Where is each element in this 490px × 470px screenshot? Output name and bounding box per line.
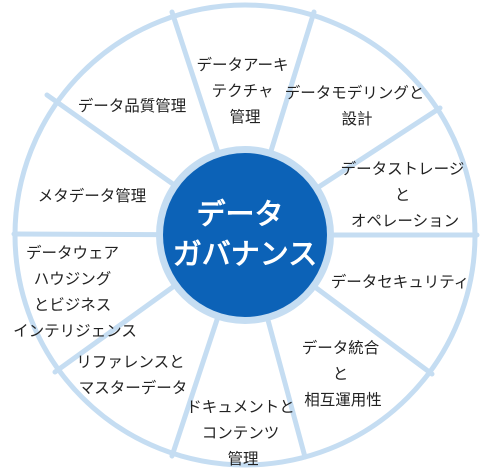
segment-label-reference-master: リファレンスと マスターデータ (76, 353, 189, 397)
segment-label-data-integration: データ統合 と 相互運用性 (302, 338, 384, 409)
segment-line: 管理 (227, 450, 258, 468)
segment-line: オペレーション (351, 212, 459, 230)
segment-label-data-modeling: データモデリングと 設計 (285, 83, 429, 128)
segment-line: データ統合 (302, 338, 380, 357)
segment-label-metadata: メタデータ管理 (38, 186, 147, 205)
center-title-line: ガバナンス (173, 237, 317, 271)
segment-label-data-storage: データストレージ と オペレーション (341, 159, 470, 230)
segment-line: ハウジング (34, 270, 112, 288)
segment-line: データ品質管理 (78, 96, 187, 115)
segment-line: テクチャ (212, 82, 274, 100)
segment-label-document-content: ドキュメントと コンテンツ 管理 (186, 398, 299, 468)
segment-label-dw-bi: データウェア ハウジング とビジネス インテリジェンス (13, 243, 137, 340)
segment-line: と (333, 365, 349, 383)
segment-line: コンテンツ (202, 424, 280, 442)
segment-line: リファレンスと (76, 353, 184, 371)
segment-label-data-security: データセキュリティ (331, 272, 470, 291)
segment-line: ドキュメントと (186, 398, 295, 416)
segment-line: マスターデータ (79, 378, 188, 397)
segment-line: 相互運用性 (304, 391, 382, 409)
segment-line: データストレージ (341, 159, 465, 178)
segment-line: とビジネス (34, 296, 112, 314)
center-title: データ ガバナンス (173, 197, 317, 271)
segment-line: データセキュリティ (331, 272, 470, 291)
center-title-line: データ (196, 197, 283, 231)
segment-line: データアーキ (196, 55, 288, 74)
segment-line: メタデータ管理 (38, 186, 147, 205)
segment-line: インテリジェンス (13, 322, 137, 340)
segment-line: 管理 (229, 108, 260, 126)
segment-line: データウェア (26, 243, 119, 262)
segment-line: データモデリングと (285, 83, 425, 102)
segment-line: 設計 (341, 110, 372, 128)
segment-line: と (395, 186, 411, 204)
center-hub (163, 153, 327, 317)
segment-label-data-architecture: データアーキ テクチャ 管理 (196, 55, 293, 126)
segment-label-data-quality: データ品質管理 (78, 96, 187, 115)
